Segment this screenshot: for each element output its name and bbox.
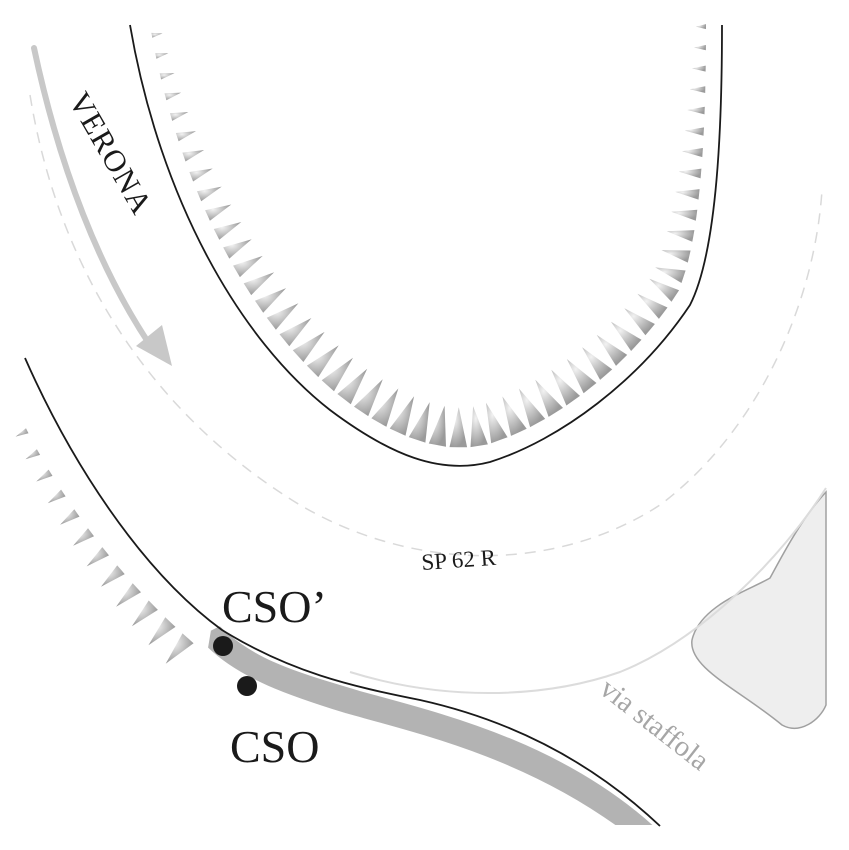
embankment-tick bbox=[551, 369, 580, 406]
embankment-tick bbox=[321, 357, 353, 392]
embankment-tick bbox=[116, 583, 141, 607]
embankment-tick bbox=[223, 239, 252, 259]
cso-label: CSO bbox=[230, 721, 319, 772]
embankment-tick bbox=[243, 272, 275, 296]
embankment-tick bbox=[449, 407, 468, 448]
embankment-tick bbox=[637, 293, 668, 319]
embankment-ticks-inner bbox=[151, 24, 706, 448]
side-road-label: via staffola bbox=[594, 672, 716, 777]
embankment-tick bbox=[486, 402, 508, 444]
embankment-tick bbox=[695, 24, 706, 30]
embankment-tick bbox=[624, 308, 655, 336]
embankment-tick bbox=[36, 469, 53, 482]
embankment-tick bbox=[582, 347, 613, 380]
embankment-tick bbox=[666, 230, 695, 242]
embankment-tick bbox=[566, 359, 597, 394]
embankment-tick bbox=[371, 388, 399, 427]
embankment-ticks-outer bbox=[15, 428, 194, 664]
embankment-tick bbox=[337, 368, 368, 405]
embankment-tick bbox=[60, 509, 80, 525]
embankment-tick bbox=[655, 267, 686, 283]
embankment-tick bbox=[279, 318, 312, 347]
embankment-tick bbox=[73, 528, 94, 546]
embankment-tick bbox=[671, 209, 698, 221]
embankment-tick bbox=[155, 53, 169, 59]
cso-prime-marker[interactable] bbox=[213, 636, 233, 656]
embankment-tick bbox=[86, 547, 109, 567]
road-centerline bbox=[29, 94, 823, 557]
embankment-tick bbox=[189, 168, 213, 182]
embankment-tick bbox=[182, 150, 205, 162]
embankment-tick bbox=[15, 428, 29, 437]
embankment-tick bbox=[661, 250, 691, 263]
embankment-tick bbox=[170, 112, 189, 121]
embankment-tick bbox=[175, 131, 196, 142]
embankment-tick bbox=[678, 168, 702, 179]
embankment-tick bbox=[306, 345, 339, 378]
kerb-strip bbox=[205, 623, 658, 827]
embankment-tick bbox=[47, 489, 66, 504]
embankment-tick bbox=[684, 127, 704, 136]
building-block bbox=[691, 490, 827, 729]
embankment-tick bbox=[682, 148, 703, 158]
embankment-tick bbox=[689, 86, 706, 93]
embankment-tick bbox=[292, 331, 325, 362]
embankment-tick bbox=[354, 379, 383, 417]
embankment-tick bbox=[25, 449, 41, 460]
embankment-tick bbox=[131, 600, 158, 627]
embankment-tick bbox=[470, 406, 488, 448]
cso-marker[interactable] bbox=[237, 676, 257, 696]
embankment-tick bbox=[159, 73, 175, 80]
embankment-tick bbox=[502, 396, 527, 436]
embankment-tick bbox=[255, 288, 287, 313]
embankment-tick bbox=[197, 186, 222, 202]
embankment-tick bbox=[148, 617, 176, 646]
side-road-edge bbox=[349, 487, 827, 694]
embankment-tick bbox=[692, 65, 706, 72]
embankment-tick bbox=[694, 45, 706, 51]
embankment-tick bbox=[389, 396, 415, 436]
embankment-tick bbox=[596, 334, 628, 366]
embankment-tick bbox=[233, 255, 263, 278]
embankment-tick bbox=[535, 379, 563, 417]
road-label: SP 62 R bbox=[421, 545, 498, 575]
embankment-tick bbox=[165, 633, 194, 664]
cso-prime-label: CSO’ bbox=[222, 581, 327, 632]
embankment-tick bbox=[213, 222, 242, 240]
direction-arrow bbox=[31, 45, 172, 366]
embankment-tick bbox=[687, 106, 705, 115]
embankment-tick bbox=[428, 405, 446, 447]
embankment-tick bbox=[205, 204, 232, 221]
embankment-tick bbox=[266, 303, 299, 330]
embankment-tick bbox=[164, 92, 182, 101]
embankment-tick bbox=[611, 321, 642, 351]
road-edge-outer bbox=[24, 357, 661, 827]
road-edge-inner bbox=[129, 24, 723, 467]
embankment-tick bbox=[101, 565, 125, 587]
embankment-tick bbox=[151, 32, 163, 38]
embankment-tick bbox=[519, 388, 546, 428]
embankment-tick bbox=[675, 189, 700, 200]
embankment-tick bbox=[649, 278, 680, 302]
embankment-tick bbox=[408, 402, 430, 443]
